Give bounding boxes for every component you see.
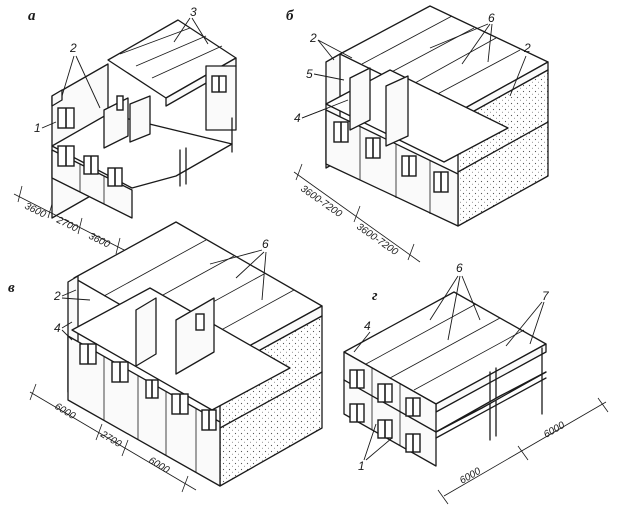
panel-g-dim-1: 6000: [458, 466, 483, 487]
panel-g-dimension-line: [437, 397, 609, 505]
panel-b-dim-2: 3600-7200: [354, 221, 400, 258]
panel-b-windows: [333, 121, 449, 193]
panel-v-inner-wall-1: [135, 297, 157, 367]
panel-b-front-wall: [325, 109, 459, 227]
panel-v-callout-6: 6: [262, 237, 269, 251]
panel-b: б: [286, 5, 549, 263]
panel-v-windows: [79, 343, 217, 431]
panel-b-callout-2b: 2: [523, 41, 531, 55]
panel-a-inner-wall-door: [129, 95, 151, 143]
panel-a-dim-1: 3600: [23, 201, 48, 221]
panel-a-callout-2: 2: [69, 41, 77, 55]
panel-g-windows: [349, 369, 421, 453]
panel-b-callout-6: 6: [488, 11, 495, 25]
panel-v-front-wall: [67, 335, 221, 487]
panel-a-dim-3: 3600: [87, 231, 112, 251]
panel-g-callout-6: 6: [456, 261, 463, 275]
panel-b-dim-1: 3600-7200: [298, 183, 344, 220]
panel-b-callout-5: 5: [306, 67, 313, 81]
panel-a: а: [13, 5, 237, 255]
panel-b-inner-wall-2: [385, 75, 409, 147]
panel-g-callout-4: 4: [364, 319, 371, 333]
panel-v-callout-4: 4: [54, 321, 61, 335]
panel-v-door: [195, 313, 205, 331]
panel-g-frame: [435, 347, 547, 441]
panel-b-callout-4: 4: [294, 111, 301, 125]
panel-g-dim-2: 6000: [542, 420, 567, 441]
panel-a-letter: а: [28, 8, 36, 24]
panel-g-callout-1: 1: [358, 459, 365, 473]
panel-v-callout-2: 2: [53, 289, 61, 303]
panel-a-dimension-line: [13, 185, 129, 255]
panel-b-inner-wall-1: [349, 67, 371, 131]
panel-g: г: [343, 261, 609, 505]
panel-b-letter: б: [286, 8, 294, 24]
panel-b-dimension-line: [293, 163, 421, 263]
panel-a-callout-1: 1: [34, 121, 41, 135]
panel-a-windows: [57, 107, 123, 187]
panel-v-dim-1: 6000: [52, 401, 77, 422]
panel-v-dim-2: 2700: [98, 429, 124, 451]
panel-g-roof-slab: [343, 291, 547, 413]
panel-a-callout-3: 3: [190, 5, 197, 19]
panel-a-front-wall: [51, 149, 133, 219]
panel-v-dimension-line: [29, 383, 197, 493]
panel-a-dim-2: 2700: [54, 214, 80, 234]
panel-a-door: [116, 95, 124, 111]
panel-v-letter: в: [8, 280, 15, 296]
panel-g-letter: г: [372, 288, 378, 304]
panel-v: в: [8, 221, 323, 493]
panel-b-callout-2: 2: [309, 31, 317, 45]
panel-g-callout-7: 7: [542, 289, 550, 303]
